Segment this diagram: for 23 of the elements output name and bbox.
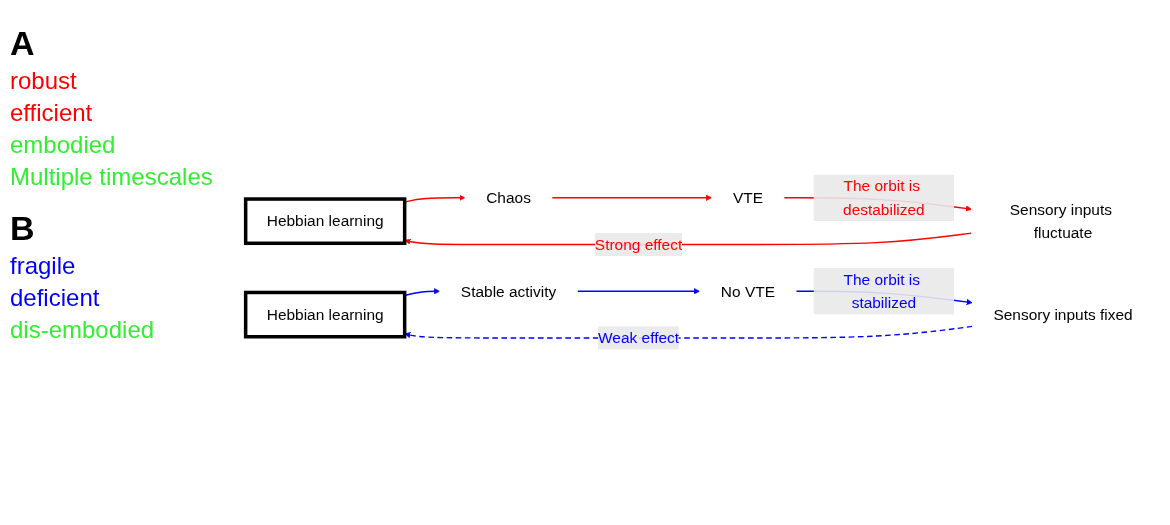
- annotation-text: efficient: [10, 99, 94, 127]
- edge-label: The orbit is stabilized: [843, 271, 920, 313]
- node-text: No VTE: [720, 282, 775, 301]
- annotation-text: dis-embodied: [10, 316, 156, 344]
- node-text: Sensory inputs fluctuate: [1009, 201, 1112, 242]
- arrow: [576, 288, 701, 295]
- annotation-text: Multiple timescales: [10, 163, 214, 191]
- annotation-text: fragile: [10, 252, 77, 280]
- arrow: [551, 195, 713, 202]
- node-text: Sensory inputs fixed: [993, 306, 1133, 324]
- annotation-text: embodied: [10, 131, 117, 159]
- annotation-text: deficient: [10, 284, 101, 312]
- node-text: Stable activity: [460, 282, 557, 301]
- edge-label: Strong effect: [594, 236, 683, 254]
- node-text: VTE: [732, 189, 763, 207]
- node-box: Hebbian learning: [243, 197, 407, 246]
- panel-letter: B: [10, 209, 36, 248]
- edge-label: Weak effect: [598, 329, 680, 348]
- edge-label: The orbit is destabilized: [843, 177, 925, 219]
- node-box: Hebbian learning: [243, 291, 407, 339]
- panel-letter: A: [10, 24, 36, 63]
- annotation-text: robust: [10, 67, 78, 95]
- node-text: Chaos: [486, 189, 531, 207]
